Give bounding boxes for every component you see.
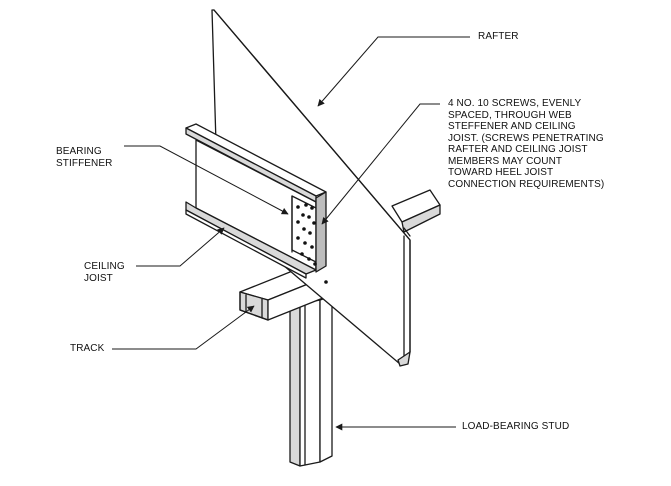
load-bearing-stud xyxy=(289,295,333,467)
ceiling-joist-leader xyxy=(136,227,225,267)
screws-note-label: 4 NO. 10 SCREWS, EVENLY SPACED, THROUGH … xyxy=(448,98,605,190)
screw-pattern xyxy=(296,203,328,284)
ceiling-joist-label: CEILING JOIST xyxy=(84,261,125,284)
rafter-label: RAFTER xyxy=(478,31,519,42)
track-label: TRACK xyxy=(70,343,105,354)
bearing-stiffener xyxy=(291,191,328,284)
bearing-stiffener-leader xyxy=(124,145,289,215)
load-bearing-stud-label: LOAD-BEARING STUD xyxy=(462,421,570,432)
leader-lines xyxy=(112,36,470,431)
ceiling-joist xyxy=(185,123,327,279)
screws-leader xyxy=(321,103,440,225)
bearing-stiffener-label: BEARING STIFFENER xyxy=(56,146,113,169)
track-leader xyxy=(112,305,255,350)
rafter-leader xyxy=(317,36,470,107)
